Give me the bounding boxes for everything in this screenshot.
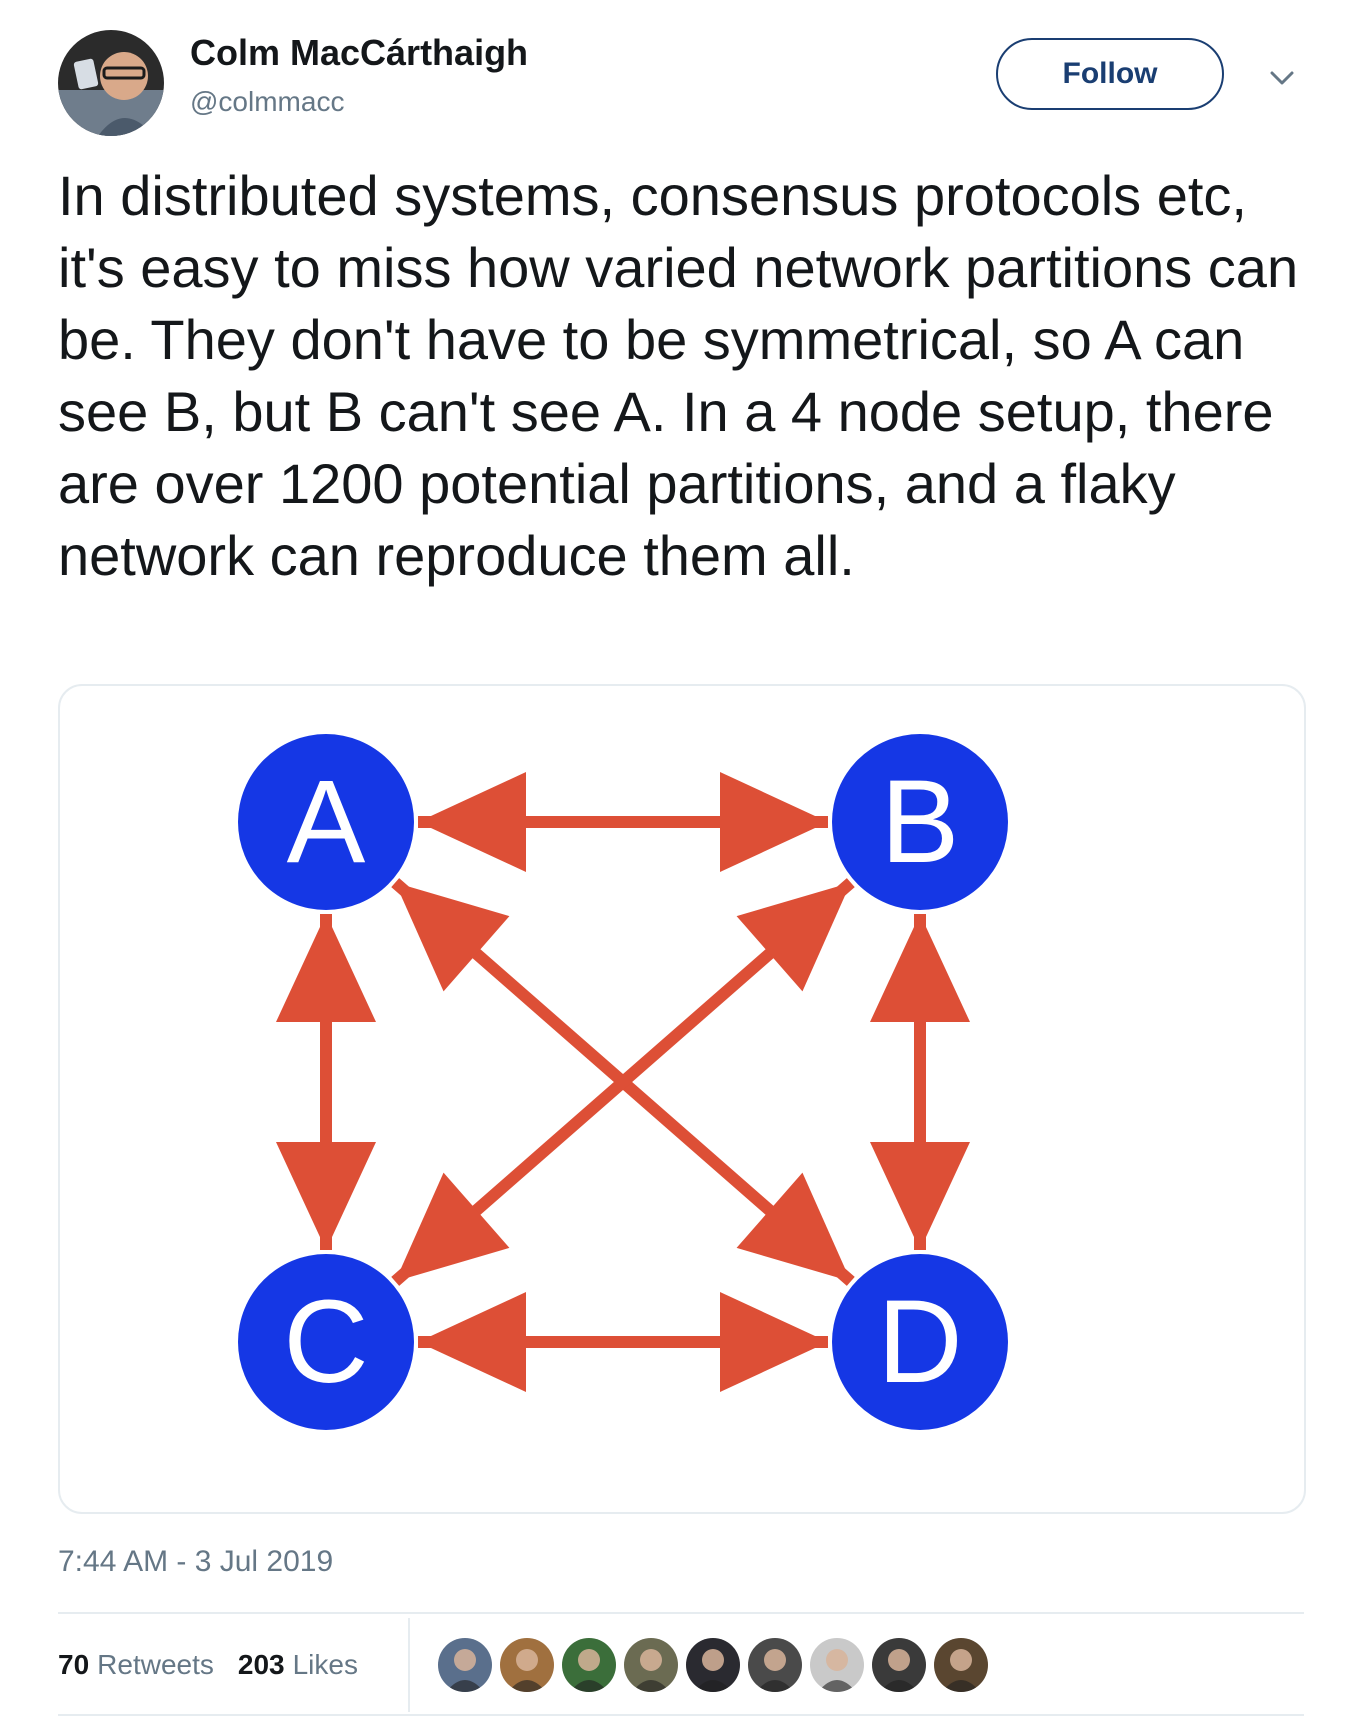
stats-separator: [408, 1618, 410, 1712]
chevron-down-icon[interactable]: [1262, 58, 1302, 98]
retweets-stat[interactable]: 70 Retweets: [58, 1649, 214, 1681]
arrowhead-A-to-B: [720, 772, 828, 872]
node-label-A: A: [287, 756, 366, 888]
arrowhead-A-to-D: [736, 1172, 851, 1282]
follow-button[interactable]: Follow: [996, 38, 1224, 110]
arrowhead-C-to-D: [720, 1292, 828, 1392]
liker-avatar-9[interactable]: [934, 1638, 988, 1692]
divider-top: [58, 1612, 1304, 1614]
tweet-media-card[interactable]: A B C D: [58, 684, 1306, 1514]
arrowhead-C-to-B: [736, 882, 851, 992]
retweets-label: Retweets: [97, 1649, 214, 1680]
author-name[interactable]: Colm MacCárthaigh: [190, 32, 529, 73]
liker-avatar-4[interactable]: [624, 1638, 678, 1692]
liker-avatar-2[interactable]: [500, 1638, 554, 1692]
arrowhead-D-to-B: [870, 914, 970, 1022]
node-label-D: D: [877, 1276, 962, 1408]
likes-stat[interactable]: 203 Likes: [238, 1649, 358, 1681]
arrowhead-B-to-A: [418, 772, 526, 872]
arrowhead-D-to-C: [418, 1292, 526, 1392]
node-B: [832, 734, 1008, 910]
tweet-timestamp[interactable]: 7:44 AM - 3 Jul 2019: [58, 1545, 334, 1578]
arrowhead-C-to-A: [276, 914, 376, 1022]
author-handle[interactable]: @colmmacc: [190, 86, 345, 117]
author-photo-icon: [58, 30, 164, 136]
liker-avatar-6[interactable]: [748, 1638, 802, 1692]
node-D: [832, 1254, 1008, 1430]
author-avatar[interactable]: [58, 30, 164, 136]
liker-avatar-1[interactable]: [438, 1638, 492, 1692]
node-A: [238, 734, 414, 910]
arrowhead-B-to-D: [870, 1142, 970, 1250]
likes-count: 203: [237, 1649, 285, 1680]
liker-avatar-7[interactable]: [810, 1638, 864, 1692]
node-label-C: C: [283, 1276, 368, 1408]
tweet-text: In distributed systems, consensus protoc…: [58, 164, 1299, 587]
liker-avatar-5[interactable]: [686, 1638, 740, 1692]
liker-avatars: [438, 1638, 988, 1692]
retweets-count: 70: [58, 1649, 90, 1680]
likes-label: Likes: [292, 1649, 358, 1680]
tweet-stats: 70 Retweets 203 Likes: [58, 1640, 382, 1690]
arrowhead-B-to-C: [395, 1172, 510, 1282]
arrowhead-A-to-C: [276, 1142, 376, 1250]
liker-avatar-3[interactable]: [562, 1638, 616, 1692]
node-label-B: B: [881, 756, 960, 888]
arrowhead-D-to-A: [395, 882, 510, 992]
liker-avatar-8[interactable]: [872, 1638, 926, 1692]
node-C: [238, 1254, 414, 1430]
divider-bottom: [58, 1714, 1304, 1716]
partition-diagram: A B C D: [238, 734, 1008, 1430]
